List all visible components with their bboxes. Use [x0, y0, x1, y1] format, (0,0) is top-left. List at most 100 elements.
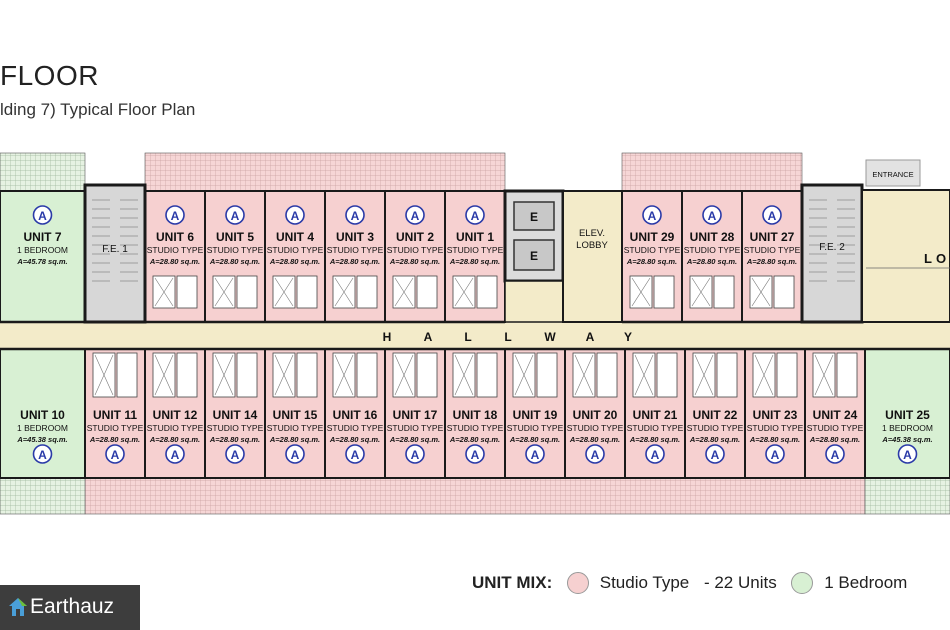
unit-marker-label: A	[291, 448, 300, 462]
unit-name: UNIT 19	[513, 408, 558, 422]
unit-marker-label: A	[708, 209, 717, 223]
unit-marker	[585, 444, 605, 464]
unit-fixture-line	[274, 354, 294, 396]
unit-fixture	[236, 352, 258, 398]
unit-area: A=28.80 sq.m.	[389, 257, 440, 266]
unit-fixture	[416, 275, 438, 309]
hallway-letter: W	[544, 330, 556, 344]
unit-marker	[642, 205, 662, 225]
unit-type: STUDIO TYPE	[807, 423, 864, 433]
unit-name: UNIT 28	[690, 230, 735, 244]
fire-exit-1	[83, 183, 147, 324]
unit-type: STUDIO TYPE	[624, 245, 681, 255]
unit-marker	[285, 444, 305, 464]
unit-marker-label: A	[771, 448, 780, 462]
unit-fixture	[296, 275, 318, 309]
unit-area: A=45.38 sq.m.	[16, 435, 67, 444]
unit-fixture-line	[574, 354, 594, 396]
hallway-letter: A	[424, 330, 433, 344]
unit-name: UNIT 11	[93, 408, 137, 422]
unit-name: UNIT 22	[693, 408, 738, 422]
unit-marker	[702, 205, 722, 225]
unit-area: A=28.80 sq.m.	[509, 435, 560, 444]
studio-swatch	[567, 572, 590, 594]
unit-fixture	[536, 352, 558, 398]
unit-name: UNIT 4	[276, 230, 314, 244]
unit-fixture-line	[154, 354, 174, 396]
page-title: FLOOR	[0, 60, 99, 91]
unit-fixture	[236, 275, 258, 309]
unit-type: 1 BEDROOM	[17, 245, 68, 255]
elevator-1-label: E	[530, 210, 538, 224]
unit-name: UNIT 6	[156, 230, 194, 244]
unit-fixture-line	[634, 354, 654, 396]
unit-fixture	[653, 275, 675, 309]
unit-fixture-line	[454, 277, 474, 307]
unit-type: STUDIO TYPE	[207, 423, 264, 433]
unit-name: UNIT 23	[753, 408, 798, 422]
unit-type: STUDIO TYPE	[567, 423, 624, 433]
unit-name: UNIT 1	[456, 230, 494, 244]
unit-type: STUDIO TYPE	[447, 423, 504, 433]
unit-fixture	[476, 275, 498, 309]
fire-exit-2-label: F.E. 2	[819, 242, 845, 253]
unit-type: STUDIO TYPE	[684, 245, 741, 255]
entrance-canopy	[865, 159, 921, 187]
unit-fixture-line	[394, 354, 414, 396]
unit-name: UNIT 5	[216, 230, 254, 244]
unit-type: STUDIO TYPE	[687, 423, 744, 433]
unit-marker	[285, 205, 305, 225]
unit-area: A=28.80 sq.m.	[809, 435, 860, 444]
unit-mix-legend: UNIT MIX: Studio Type - 22 Units 1 Bedro…	[472, 572, 907, 594]
unit-fixture	[116, 352, 138, 398]
unit-fixture-line	[214, 277, 234, 307]
earthauz-logo: Earthauz	[0, 585, 140, 630]
unit-name: UNIT 14	[213, 408, 258, 422]
unit-name: UNIT 29	[630, 230, 675, 244]
unit-area: A=28.80 sq.m.	[389, 435, 440, 444]
legend-studio-count: - 22 Units	[703, 573, 777, 592]
unit-type: STUDIO TYPE	[267, 423, 324, 433]
unit-name: UNIT 24	[813, 408, 858, 422]
unit-type: STUDIO TYPE	[747, 423, 804, 433]
unit-area: A=28.80 sq.m.	[329, 257, 380, 266]
unit-fixture-line	[454, 354, 474, 396]
elevator-car-2	[513, 239, 555, 271]
unit-name: UNIT 10	[20, 408, 65, 422]
unit-fixture	[356, 275, 378, 309]
unit-marker-label: A	[38, 209, 47, 223]
house-icon	[9, 598, 27, 616]
unit-type: STUDIO TYPE	[387, 245, 444, 255]
unit-marker	[225, 205, 245, 225]
unit-type: STUDIO TYPE	[744, 245, 801, 255]
unit-fixture	[296, 352, 318, 398]
unit-fixture	[776, 352, 798, 398]
fire-exit-1-label: F.E. 1	[102, 244, 128, 255]
unit-type: STUDIO TYPE	[327, 423, 384, 433]
unit-bottom-15	[864, 348, 950, 479]
unit-marker	[525, 444, 545, 464]
unit25-balcony	[864, 477, 950, 515]
unit-area: A=28.80 sq.m.	[329, 435, 380, 444]
unit-marker	[105, 444, 125, 464]
elevator-car-1	[513, 201, 555, 231]
unit-marker	[645, 444, 665, 464]
entrance-label: ENTRANCE	[872, 170, 913, 179]
elev-lobby-label-1: ELEV.	[579, 228, 605, 239]
unit-area: A=28.80 sq.m.	[149, 435, 200, 444]
unit-area: A=28.80 sq.m.	[449, 435, 500, 444]
fire-exit-2	[800, 183, 864, 324]
unit-fixture-line	[691, 277, 711, 307]
unit-marker-label: A	[711, 448, 720, 462]
unit-type: 1 BEDROOM	[882, 423, 933, 433]
unit-name: UNIT 12	[153, 408, 198, 422]
elevator-2-label: E	[530, 249, 538, 263]
unit-type: STUDIO TYPE	[627, 423, 684, 433]
unit-marker-label: A	[591, 448, 600, 462]
unit-marker-label: A	[411, 448, 420, 462]
unit-fixture-line	[274, 277, 294, 307]
unit-fixture-line	[631, 277, 651, 307]
unit-marker-label: A	[351, 448, 360, 462]
unit-marker	[345, 444, 365, 464]
